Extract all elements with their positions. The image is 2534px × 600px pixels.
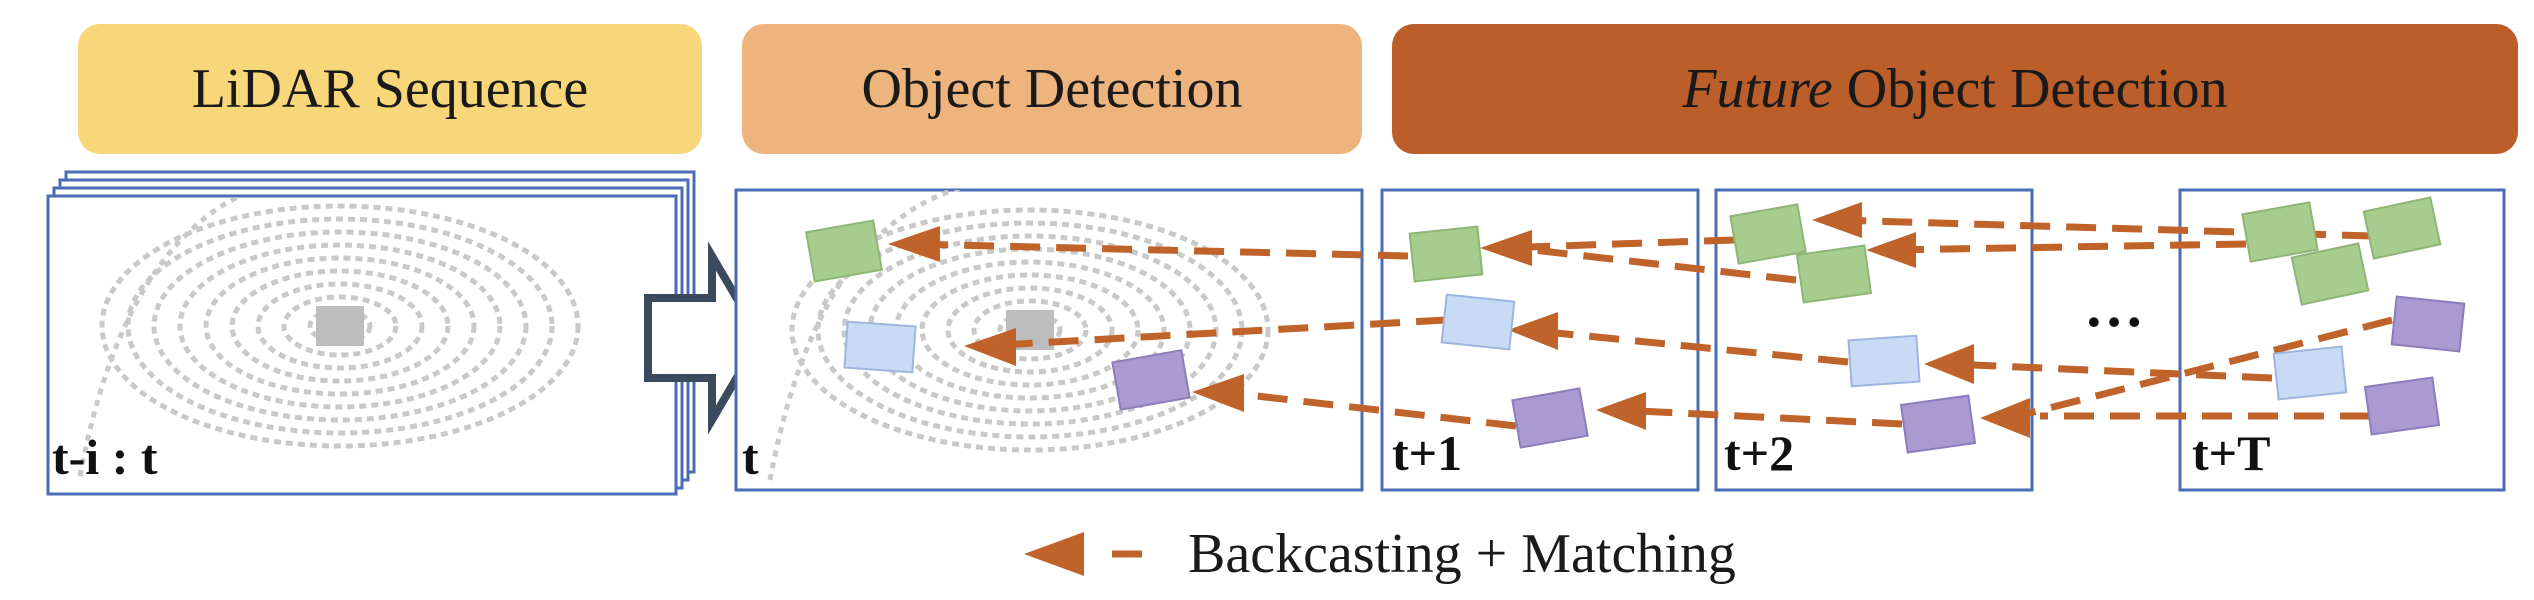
arrowhead-t-green bbox=[888, 226, 940, 262]
header-future-rest: Object Detection bbox=[1832, 58, 2228, 120]
box-purple-tT-b bbox=[2363, 376, 2441, 436]
ego-vehicle-shape bbox=[316, 306, 364, 346]
pointcloud-ring bbox=[177, 242, 503, 410]
header-object-detection: Object Detection bbox=[742, 24, 1362, 154]
arrow-tT-to-t2-blue bbox=[1949, 360, 2273, 382]
arrow-t1-to-t-green bbox=[911, 240, 1409, 260]
arrowhead-t2-green-a bbox=[1812, 202, 1862, 238]
header-future-object-detection: Future Object Detection bbox=[1392, 24, 2518, 154]
frame-t bbox=[734, 188, 1364, 492]
pointcloud-ring bbox=[789, 207, 1271, 453]
box-green-tT-b bbox=[2362, 196, 2442, 260]
box-blue-t1 bbox=[1440, 293, 1516, 351]
arrow-t2-to-t1-green-b bbox=[1497, 242, 1797, 284]
arrowhead-t2-blue bbox=[1924, 344, 1974, 384]
arrowhead-t1-green bbox=[1480, 230, 1532, 266]
pointcloud-ring bbox=[281, 294, 399, 358]
backcasting-arrows bbox=[911, 216, 2393, 558]
pointcloud-ring bbox=[945, 285, 1115, 375]
arrowheads bbox=[888, 202, 2030, 576]
box-purple-t bbox=[1111, 349, 1191, 411]
arrow-t2-to-t1-purple bbox=[1617, 406, 1903, 428]
pointcloud-ring bbox=[203, 255, 477, 397]
arrow-t1-to-t-blue bbox=[981, 316, 1447, 350]
box-green-tT-a bbox=[2241, 201, 2319, 263]
frame-label-tT: t+T bbox=[2192, 425, 2271, 481]
ellipsis: … bbox=[2084, 273, 2148, 339]
pointcloud-ring bbox=[125, 216, 555, 436]
pointcloud-ring bbox=[99, 203, 581, 449]
arrow-t1-to-t-purple bbox=[1221, 388, 1517, 430]
frame-label-lidar: t-i : t bbox=[52, 429, 158, 485]
frame-label-t1: t+1 bbox=[1392, 425, 1463, 481]
arrow-t2-to-t1-blue bbox=[1525, 326, 1849, 366]
box-green-t2-b bbox=[1795, 244, 1873, 304]
arrowhead-t2-purple bbox=[1980, 398, 2030, 438]
arrowhead-t1-blue bbox=[1508, 312, 1558, 350]
box-green-t2-a bbox=[1729, 203, 1807, 265]
legend-arrowhead bbox=[1024, 532, 1084, 576]
box-green-t1 bbox=[1408, 225, 1484, 283]
pointcloud-ring bbox=[919, 272, 1141, 388]
pointcloud-ring bbox=[971, 298, 1089, 362]
box-green-t bbox=[805, 219, 883, 283]
box-green-tT-c bbox=[2290, 242, 2370, 306]
header-future-italic: Future bbox=[1682, 58, 1833, 120]
frame-t2-boxes bbox=[1729, 203, 1977, 454]
frame-label-t: t bbox=[742, 429, 759, 485]
box-purple-t1 bbox=[1511, 387, 1589, 449]
pointcloud-ring bbox=[151, 229, 529, 423]
box-blue-t bbox=[843, 320, 917, 374]
arrowhead-t1-purple bbox=[1596, 392, 1646, 430]
box-blue-tT bbox=[2272, 345, 2348, 401]
arrowhead-t-blue bbox=[964, 328, 1016, 366]
arrow-t2-to-t1-green-a bbox=[1497, 236, 1735, 252]
frame-tT-boxes bbox=[2241, 196, 2466, 436]
arrowhead-t2-green-b bbox=[1866, 232, 1916, 268]
pointcloud-ring bbox=[255, 281, 425, 371]
box-purple-t2 bbox=[1899, 394, 1977, 454]
frame-t-boxes bbox=[805, 219, 1191, 411]
lidar-stack bbox=[46, 170, 696, 496]
arrow-tT-to-t2-green-b bbox=[1885, 240, 2247, 254]
object-boxes bbox=[805, 196, 2466, 454]
pointcloud-ring bbox=[229, 268, 451, 384]
legend-label: Backcasting + Matching bbox=[1188, 523, 1736, 585]
header-future-label: Future Object Detection bbox=[1682, 57, 2227, 121]
header-lidar-sequence: LiDAR Sequence bbox=[78, 24, 702, 154]
arrow-tT-to-t2-purple-a bbox=[2017, 316, 2393, 420]
frame-label-t2: t+2 bbox=[1724, 425, 1795, 481]
lidar-pointcloud bbox=[77, 198, 581, 477]
box-purple-tT-a bbox=[2390, 295, 2466, 353]
frame-t1-boxes bbox=[1408, 225, 1589, 449]
arrowhead-t-purple bbox=[1192, 374, 1244, 412]
box-blue-t2 bbox=[1847, 334, 1921, 388]
header-lidar-label: LiDAR Sequence bbox=[191, 58, 589, 120]
header-detection-label: Object Detection bbox=[861, 58, 1243, 120]
